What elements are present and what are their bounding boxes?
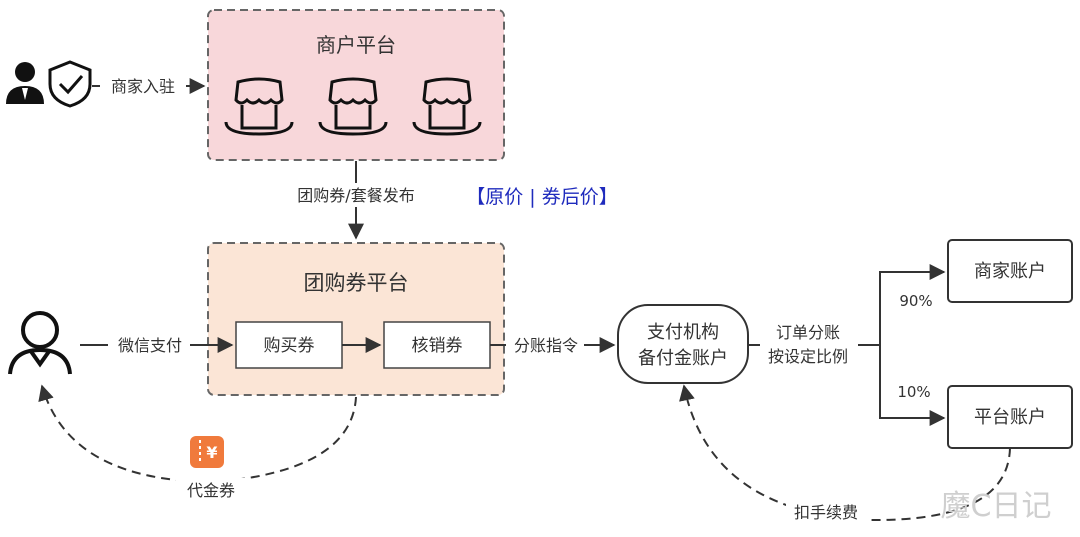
platform-account-node: 平台账户 xyxy=(947,385,1073,449)
buy-voucher-box xyxy=(235,321,343,369)
store-icon xyxy=(224,77,294,136)
merchant-account-node: 商家账户 xyxy=(947,239,1073,303)
merchant-account-label: 商家账户 xyxy=(974,261,1046,282)
publish-label: 团购券/套餐发布 xyxy=(297,186,414,205)
payment-institution-line2: 备付金账户 xyxy=(638,348,728,369)
buy-voucher-label: 购买券 xyxy=(264,336,315,356)
payment-institution-node: 支付机构 备付金账户 xyxy=(617,304,749,384)
wechat-pay-label: 微信支付 xyxy=(118,336,182,355)
split-instruction-label: 分账指令 xyxy=(514,336,578,355)
cash-voucher-glyph: ¥ xyxy=(206,443,217,462)
watermark: 魔C日记 xyxy=(941,489,1052,524)
store-icon xyxy=(318,77,388,136)
merchant-platform-title: 商户平台 xyxy=(316,33,396,57)
merchant-platform: 商户平台 xyxy=(207,9,505,161)
redeem-voucher-box xyxy=(383,321,491,369)
merchant-person-icon xyxy=(6,62,44,104)
merchant-onboard-label: 商家入驻 xyxy=(111,77,175,96)
platform-percent: 10% xyxy=(897,383,930,401)
order-split-line2: 按设定比例 xyxy=(768,347,848,366)
fee-deduction-label: 扣手续费 xyxy=(794,503,858,522)
redeem-voucher-label: 核销券 xyxy=(412,336,463,356)
price-note: 【原价 | 券后价】 xyxy=(466,186,617,208)
groupbuy-platform-title: 团购券平台 xyxy=(304,271,409,295)
shield-check-icon xyxy=(48,60,92,108)
groupbuy-platform: 团购券平台 购买券 核销券 xyxy=(207,242,505,396)
cash-voucher-label: 代金券 xyxy=(187,481,235,500)
platform-account-label: 平台账户 xyxy=(974,407,1046,428)
order-split-line1: 订单分账 xyxy=(776,323,840,342)
consumer-person-icon xyxy=(8,311,72,375)
merchant-percent: 90% xyxy=(899,292,932,310)
store-icon xyxy=(412,77,482,136)
cash-voucher-icon: ¥ xyxy=(190,436,224,468)
payment-institution-line1: 支付机构 xyxy=(647,322,719,343)
